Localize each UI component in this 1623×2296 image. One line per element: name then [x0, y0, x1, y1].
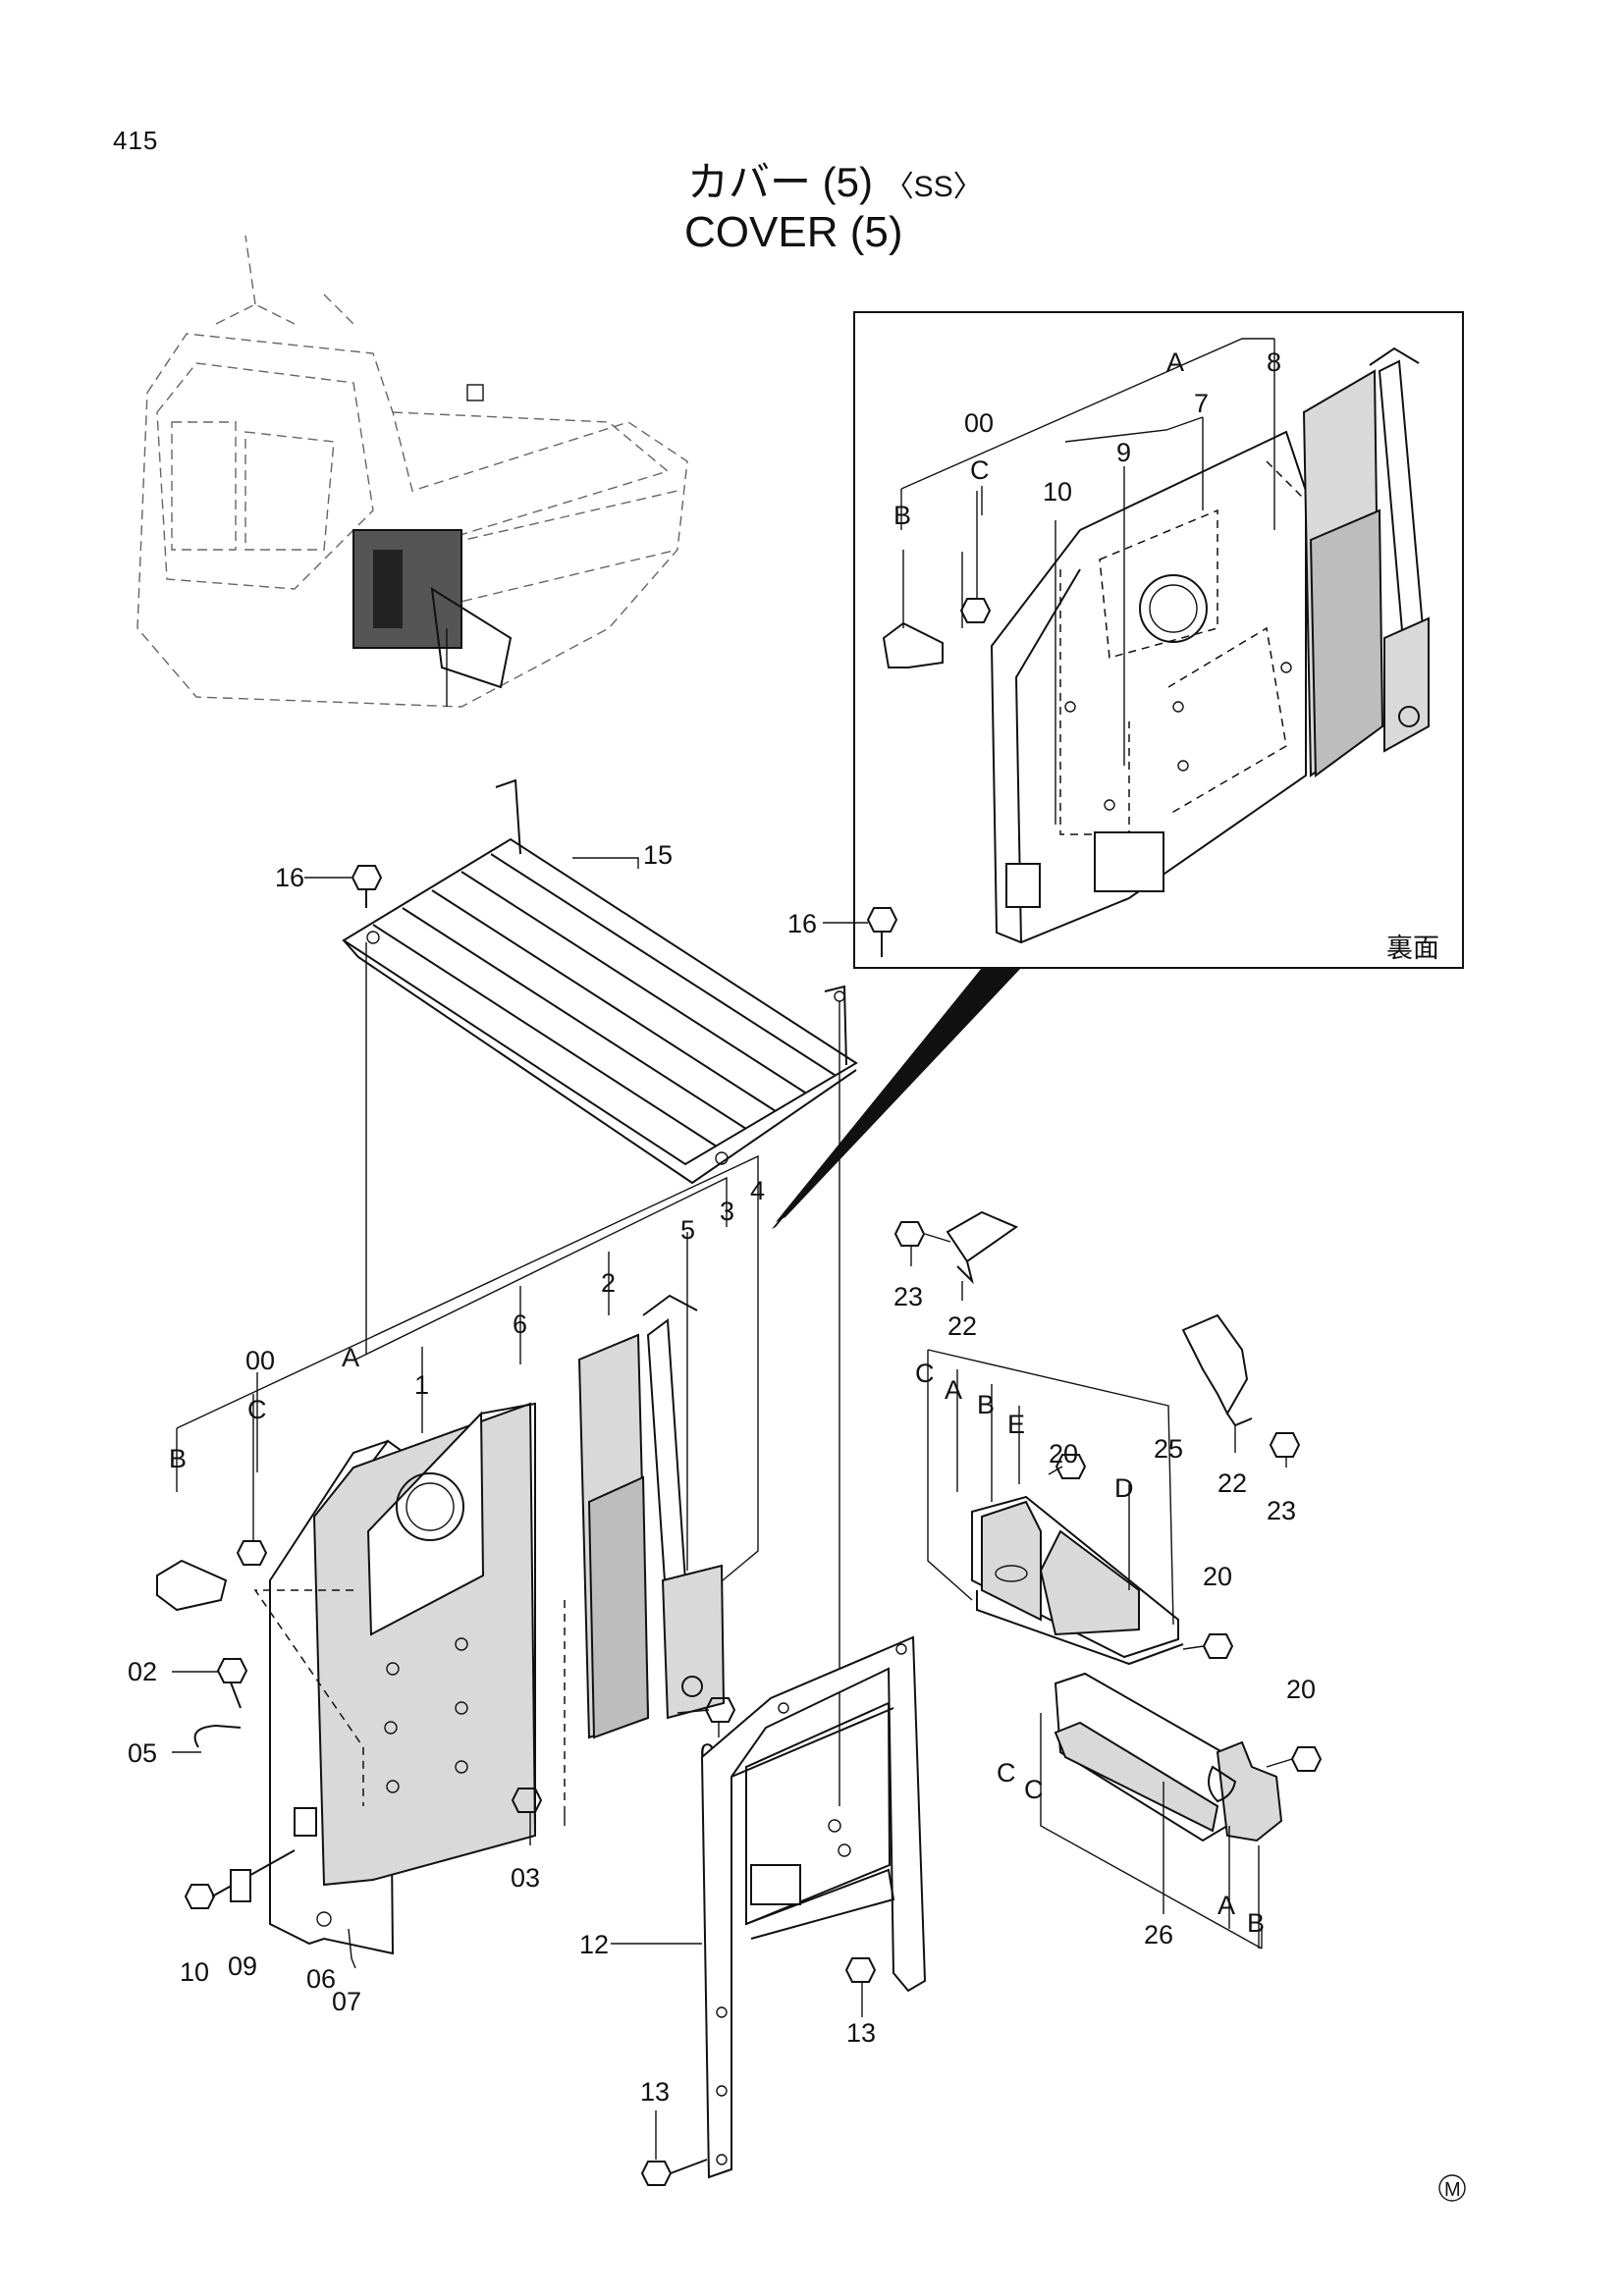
title-suffix: 〈SS〉	[884, 171, 983, 203]
label-16-right: 16	[787, 909, 817, 938]
label-B-inset: B	[893, 501, 911, 530]
label-13-right: 13	[846, 2018, 876, 2048]
label-6: 6	[513, 1309, 527, 1339]
label-2: 2	[601, 1268, 616, 1298]
label-15: 15	[643, 840, 673, 870]
label-16-left: 16	[275, 863, 304, 892]
label-7-inset: 7	[1194, 389, 1209, 418]
bracket-parts-right	[893, 1210, 1323, 1949]
label-26: 26	[1144, 1920, 1173, 1949]
label-C-inset: C	[970, 455, 990, 485]
rear-view-inset	[772, 311, 1464, 1229]
label-8-inset: 8	[1267, 347, 1281, 377]
label-06: 06	[306, 1964, 336, 1994]
label-07: 07	[332, 1987, 361, 2016]
label-25: 25	[1154, 1434, 1183, 1464]
label-A-bracket: A	[945, 1375, 962, 1405]
label-D: D	[1114, 1473, 1134, 1503]
page-number: 415	[113, 126, 159, 155]
label-12: 12	[579, 1930, 609, 1959]
label-C-lower-2: C	[1024, 1775, 1044, 1804]
label-20-c: 20	[1286, 1675, 1316, 1704]
label-03: 03	[511, 1863, 540, 1893]
title-english: COVER (5)	[684, 208, 903, 256]
label-C-lower-1: C	[997, 1758, 1016, 1788]
label-05: 05	[128, 1738, 157, 1768]
label-C-bracket: C	[915, 1359, 935, 1388]
label-10-inset: 10	[1043, 477, 1072, 507]
main-cover-assembly	[156, 1154, 759, 1969]
label-E: E	[1007, 1410, 1025, 1439]
label-B-main: B	[169, 1444, 187, 1473]
excavator-location-sketch	[136, 235, 688, 708]
frame-part-12	[611, 1635, 927, 2186]
label-C-main: C	[247, 1395, 267, 1424]
title-japanese-text: カバー (5)	[687, 159, 874, 205]
label-23-right: 23	[1267, 1496, 1296, 1525]
label-23-top: 23	[893, 1282, 923, 1311]
maker-mark-logo: M	[1438, 2174, 1466, 2202]
label-10-main: 10	[180, 1957, 209, 1987]
label-A-lower: A	[1217, 1891, 1235, 1920]
label-22-right: 22	[1217, 1468, 1247, 1498]
label-22-top: 22	[947, 1311, 977, 1341]
title-japanese: カバー (5) 〈SS〉	[687, 149, 983, 209]
label-3: 3	[720, 1197, 734, 1226]
label-20-a: 20	[1049, 1439, 1078, 1468]
label-1: 1	[414, 1370, 429, 1400]
label-A-inset: A	[1166, 347, 1184, 377]
inset-caption: 裏面	[1386, 934, 1439, 963]
label-9-inset: 9	[1116, 438, 1131, 467]
label-20-b: 20	[1203, 1562, 1232, 1591]
label-13-bottom: 13	[640, 2077, 670, 2107]
maker-mark-letter: M	[1444, 2179, 1461, 2201]
label-00-main: 00	[245, 1346, 275, 1375]
label-4: 4	[750, 1176, 765, 1205]
label-A-main: A	[342, 1343, 359, 1372]
label-B-bracket: B	[977, 1390, 995, 1419]
label-09: 09	[228, 1951, 257, 1981]
label-02: 02	[128, 1657, 157, 1686]
label-5: 5	[680, 1215, 695, 1245]
label-00-inset: 00	[964, 408, 994, 438]
label-B-lower: B	[1247, 1908, 1265, 1938]
